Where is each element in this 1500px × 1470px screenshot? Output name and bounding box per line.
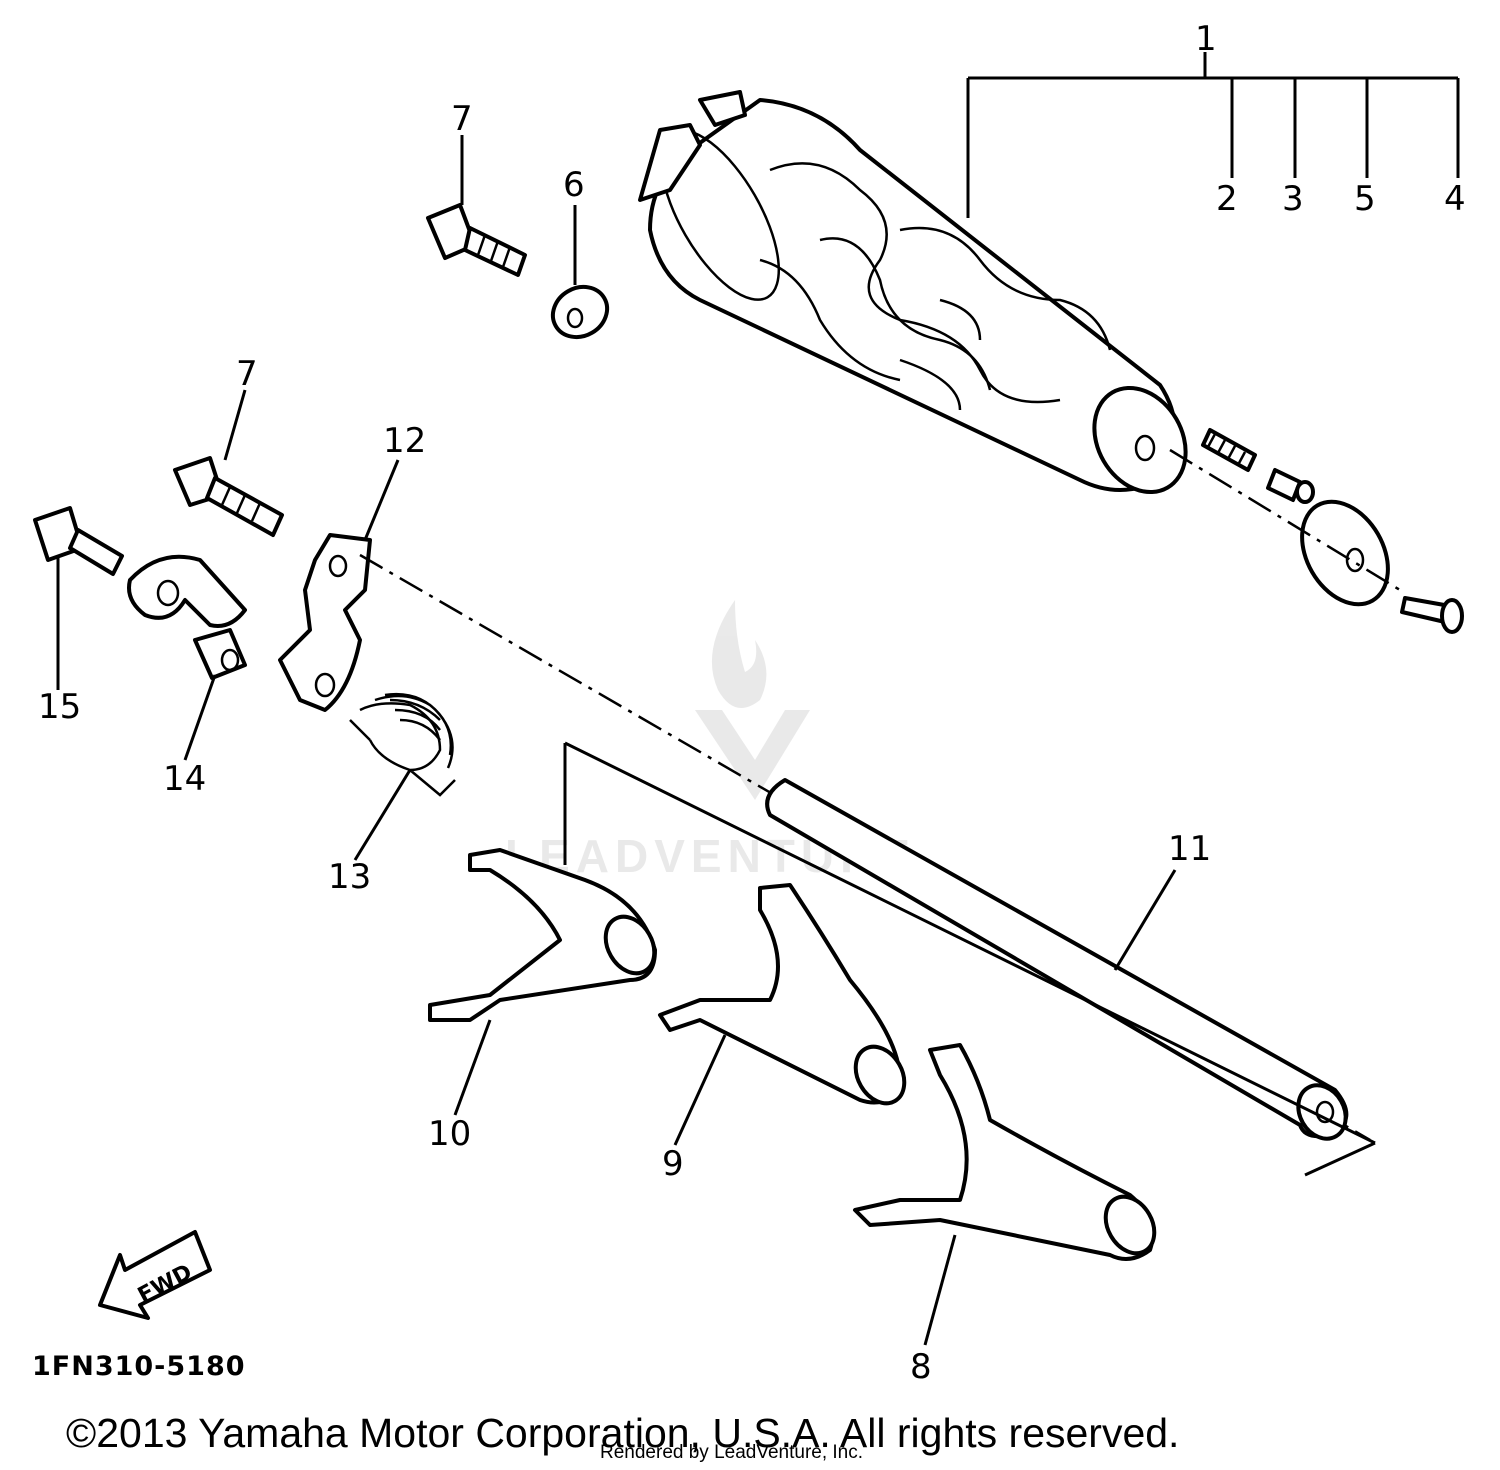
bolt-7-lower xyxy=(173,456,284,537)
washer-6 xyxy=(550,284,610,340)
diagram-code: 1FN310-5180 xyxy=(32,1351,246,1382)
label-4: 4 xyxy=(1444,179,1466,219)
label-14: 14 xyxy=(163,759,206,799)
bolt-15 xyxy=(33,506,124,576)
shift-fork-8 xyxy=(853,1043,1157,1261)
label-8: 8 xyxy=(910,1347,932,1387)
part-labels: 1 2 3 5 4 7 6 7 12 15 14 13 11 10 9 8 xyxy=(38,19,1466,1387)
label-6: 6 xyxy=(563,165,585,205)
bolt-7-upper xyxy=(426,203,527,277)
fwd-arrow: FWD xyxy=(98,1230,212,1320)
label-5: 5 xyxy=(1354,179,1376,219)
rendered-by: Rendered by LeadVenture, Inc. xyxy=(600,1442,863,1463)
shift-fork-9 xyxy=(658,883,907,1106)
label-3: 3 xyxy=(1282,179,1304,219)
label-9: 9 xyxy=(662,1144,684,1184)
label-7-lower: 7 xyxy=(236,354,258,394)
label-1: 1 xyxy=(1195,19,1217,59)
label-11: 11 xyxy=(1168,829,1211,869)
spring-13 xyxy=(349,693,456,797)
group-bracket-1 xyxy=(966,52,1460,218)
label-10: 10 xyxy=(428,1114,471,1154)
label-12: 12 xyxy=(383,421,426,461)
label-15: 15 xyxy=(38,687,81,727)
shift-drum xyxy=(638,90,1188,495)
label-13: 13 xyxy=(328,857,371,897)
drum-end-parts xyxy=(1169,428,1464,634)
segment-plate-12 xyxy=(278,533,1371,1142)
fork-group-bracket xyxy=(563,741,1376,1177)
guide-bar-11 xyxy=(765,778,1349,1141)
stopper-lever-14 xyxy=(127,554,247,680)
copyright-notice: ©2013 Yamaha Motor Corporation, U.S.A. A… xyxy=(66,1410,1179,1456)
shift-fork-10 xyxy=(428,848,657,1022)
label-7-upper: 7 xyxy=(451,99,473,139)
label-2: 2 xyxy=(1216,179,1238,219)
leader-lines xyxy=(56,135,1177,1346)
